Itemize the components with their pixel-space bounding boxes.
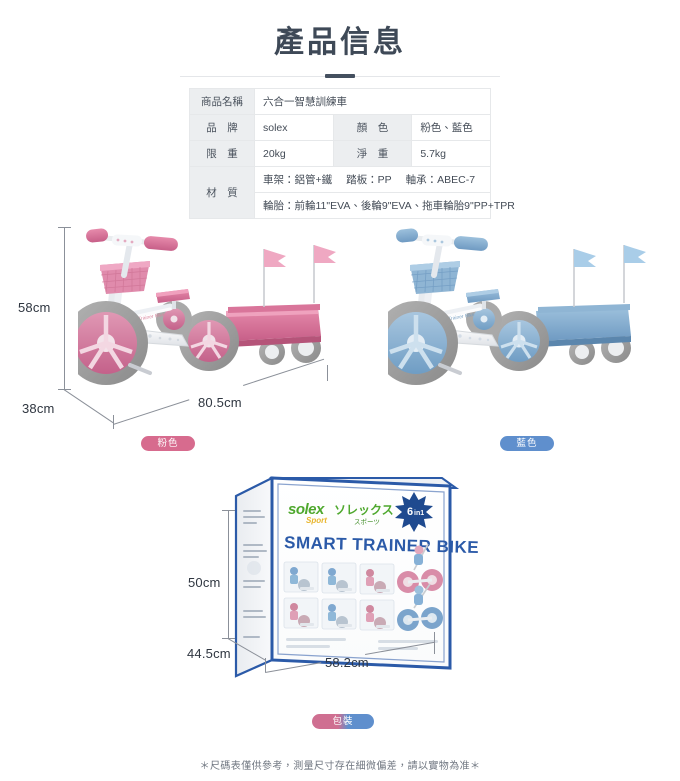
packaging-section: solex Sport ソレックス スポーツ 6 in1 SMART TRAIN… (0, 470, 680, 730)
table-row: 限 重 20kg 淨 重 5.7kg (189, 140, 491, 167)
table-row: 商品名稱 六合一智慧訓練車 (189, 88, 491, 115)
spec-label-material: 材 質 (189, 166, 255, 219)
svg-text:Sport: Sport (306, 516, 327, 525)
dimension-tick-box-top (222, 510, 235, 511)
dimension-label-box-height: 50cm (188, 575, 221, 590)
packaging-box-illustration: solex Sport ソレックス スポーツ 6 in1 SMART TRAIN… (234, 476, 478, 678)
svg-text:in1: in1 (414, 510, 424, 517)
pink-bike-illustration: Smart Trainer Bike (78, 228, 336, 385)
svg-text:ソレックス: ソレックス (334, 503, 394, 517)
svg-text:6: 6 (407, 506, 413, 518)
dimension-label-box-width: 58.2cm (325, 655, 369, 670)
material-bearing: 軸承：ABEC-7 (405, 173, 476, 186)
dimension-tick-top (58, 227, 71, 228)
svg-text:スポーツ: スポーツ (354, 518, 380, 526)
table-row: 輪胎：前輪11"EVA、後輪9"EVA、拖車輪胎9"PP+TPR (190, 192, 515, 219)
page-title-wrap: 產品信息 (0, 26, 680, 59)
color-chip-blue: 藍色 (500, 436, 554, 451)
dimension-line-box-height (228, 510, 229, 638)
footer-note: ＊尺碼表僅供參考，測量尺寸存在細微偏差，請以實物為准＊ (199, 761, 481, 772)
table-row: 材 質 車架：鋁管+鐵踏板：PP 軸承：ABEC-7 (189, 166, 491, 219)
material-frame: 車架：鋁管+鐵 (263, 173, 333, 186)
blue-bike-illustration: Smart Trainer Bike (388, 228, 646, 385)
spec-value-brand: solex (254, 114, 334, 141)
title-divider-accent (325, 74, 355, 78)
spec-value-color: 粉色、藍色 (411, 114, 491, 141)
dimension-tick-box-depth (265, 658, 266, 672)
spec-value-load-limit: 20kg (254, 140, 334, 167)
spec-value-net-weight: 5.7kg (411, 140, 491, 167)
dimension-tick-front (113, 415, 114, 429)
spec-value-material-frame: 車架：鋁管+鐵踏板：PP 軸承：ABEC-7 (254, 166, 491, 193)
svg-text:solex: solex (288, 501, 325, 518)
dimension-label-box-depth: 44.5cm (187, 646, 231, 661)
dimension-line-height (64, 227, 65, 389)
spec-label-color: 顏 色 (332, 114, 413, 141)
bikes-section: Smart Trainer Bike (0, 205, 680, 451)
spec-label-product-name: 商品名稱 (189, 88, 255, 115)
packaging-chip: 包裝 (312, 714, 374, 729)
material-pedal: 踏板：PP (346, 173, 392, 186)
spec-label-net-weight: 淨 重 (332, 140, 413, 167)
spec-label-load-limit: 限 重 (189, 140, 255, 167)
spec-table: 商品名稱 六合一智慧訓練車 品 牌 solex 顏 色 粉色、藍色 限 重 20… (189, 88, 515, 219)
table-row: 品 牌 solex 顏 色 粉色、藍色 (189, 114, 491, 141)
spec-value-product-name: 六合一智慧訓練車 (254, 88, 491, 115)
dimension-label-front: 38cm (22, 401, 55, 416)
page-title: 產品信息 (274, 26, 406, 59)
dimension-label-length: 80.5cm (198, 395, 242, 410)
dimension-tick-length-end (327, 365, 328, 381)
spec-value-material-tires: 輪胎：前輪11"EVA、後輪9"EVA、拖車輪胎9"PP+TPR (254, 192, 515, 219)
color-chip-pink: 粉色 (141, 436, 195, 451)
dimension-tick-box-width-end (434, 632, 435, 654)
spec-label-brand: 品 牌 (189, 114, 255, 141)
dimension-label-height: 58cm (18, 300, 51, 315)
